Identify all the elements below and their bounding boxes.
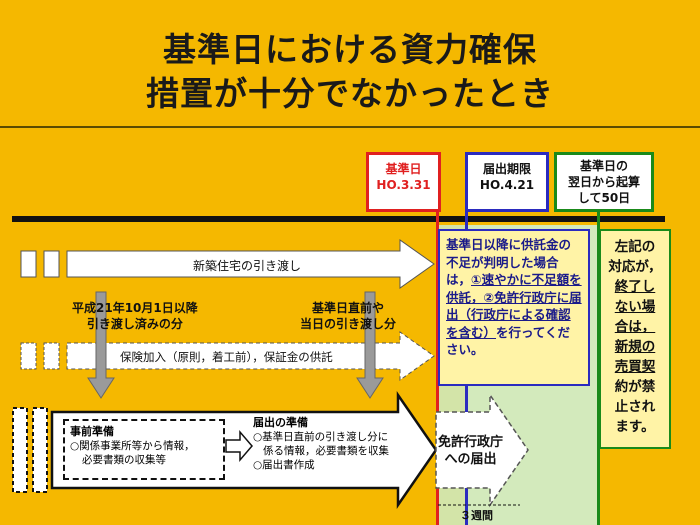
- green-note-l1: 左記の: [614, 239, 656, 255]
- green-note-l3: 終了し: [614, 279, 656, 295]
- insurance-arrow: [66, 331, 435, 381]
- just-before-label-line-1: 基準日直前や: [312, 301, 385, 315]
- filing-prep-line-2: 係る情報，必要書類を収集: [263, 445, 389, 457]
- green-note-l2: 対応が，: [608, 259, 662, 275]
- green-note-l6: 新規の: [614, 339, 656, 355]
- filing-prep-line-3: ○届出書作成: [253, 459, 315, 471]
- green-note-l8: 約が禁: [614, 379, 656, 395]
- prep-box-small-2: [32, 407, 48, 493]
- completed-label-line-1: 平成21年10月1日以降: [72, 301, 198, 315]
- green-note-l4: ない場: [614, 299, 656, 315]
- inner-arrow: [225, 429, 253, 463]
- insurance-box-2: [43, 342, 60, 370]
- blue-note-p2: ①速やかに不足額を供託，: [446, 272, 582, 305]
- blue-note-p5: を行ってください。: [446, 324, 571, 358]
- fifty-day-header: 基準日の 翌日から起算 して50日: [554, 152, 654, 212]
- deadline-header: 届出期限 HO.4.21: [465, 152, 549, 212]
- insurance-box-1: [20, 342, 37, 370]
- just-before-label-line-2: 当日の引き渡し分: [300, 317, 397, 331]
- deadline-label: 届出期限: [482, 162, 531, 176]
- base-day-line: [436, 212, 439, 525]
- prep-line-2: 必要書類の収集等: [82, 454, 166, 466]
- green-note-l10: ます。: [615, 419, 655, 435]
- green-note-l5: 合は，: [614, 319, 656, 335]
- title-divider: [0, 126, 700, 128]
- base-day-label: 基準日: [385, 162, 422, 176]
- fifty-day-line-3: して50日: [577, 191, 631, 205]
- deadline-date: HO.4.21: [479, 178, 535, 192]
- fifty-day-line: [597, 212, 600, 525]
- base-day-date: HO.3.31: [376, 178, 431, 192]
- just-before-down-arrow: [356, 291, 384, 399]
- page-title: 基準日における資力確保 措置が十分でなかったとき: [0, 28, 700, 116]
- weeks-label: ３週間: [460, 509, 493, 522]
- filing-notify-arrow: [435, 392, 529, 508]
- filing-prep-line-1: ○基準日直前の引き渡し分に: [253, 431, 389, 443]
- title-line-2: 措置が十分でなかったとき: [146, 74, 554, 113]
- filing-label-line-1: 免許行政庁: [438, 435, 504, 450]
- delivery-arrow: [66, 239, 435, 289]
- green-note: 左記の 対応が， 終了し ない場 合は， 新規の 売買契 約が禁 止され ます。: [599, 229, 671, 449]
- green-note-l9: 止され: [614, 399, 656, 415]
- fifty-day-line-1: 基準日の: [579, 159, 628, 173]
- just-before-label: 基準日直前や 当日の引き渡し分: [300, 300, 396, 332]
- green-note-l7: 売買契: [614, 359, 656, 375]
- prep-title: 事前準備: [70, 425, 114, 438]
- blue-note: 基準日以降に供託金の不足が判明した場合は，①速やかに不足額を供託，②免許行政庁に…: [438, 229, 590, 386]
- insurance-label: 保険加入（原則，着工前），保証金の供託: [120, 350, 333, 364]
- completed-label: 平成21年10月1日以降 引き渡し済みの分: [72, 300, 198, 332]
- delivery-box-1: [20, 250, 37, 278]
- base-day-header: 基準日 HO.3.31: [366, 152, 441, 212]
- filing-prep-title: 届出の準備: [253, 416, 308, 429]
- blue-note-p1: 基準日以降に供託金の不足が判明した場合は，: [446, 237, 572, 287]
- completed-down-arrow: [87, 291, 115, 399]
- delivery-box-2: [43, 250, 60, 278]
- title-line-1: 基準日における資力確保: [163, 30, 537, 69]
- blue-note-p3: ②免許行政庁に届出: [446, 289, 582, 323]
- delivery-label: 新築住宅の引き渡し: [193, 259, 302, 273]
- prep-box-small-1: [12, 407, 28, 493]
- prep-line-1: ○関係事業所等から情報，: [70, 440, 195, 452]
- fifty-day-line-2: 翌日から起算: [567, 175, 640, 189]
- filing-label: 免許行政庁 への届出: [438, 434, 503, 468]
- prep-box: 事前準備 ○関係事業所等から情報， 必要書類の収集等: [63, 419, 225, 480]
- timeline-bar: [12, 216, 665, 222]
- filing-label-line-2: への届出: [444, 452, 497, 467]
- filing-prep: 届出の準備 ○基準日直前の引き渡し分に 係る情報，必要書類を収集 ○届出書作成: [253, 416, 389, 472]
- blue-note-p4: （行政庁による確認を含む）: [446, 307, 571, 340]
- completed-label-line-2: 引き渡し済みの分: [86, 317, 183, 331]
